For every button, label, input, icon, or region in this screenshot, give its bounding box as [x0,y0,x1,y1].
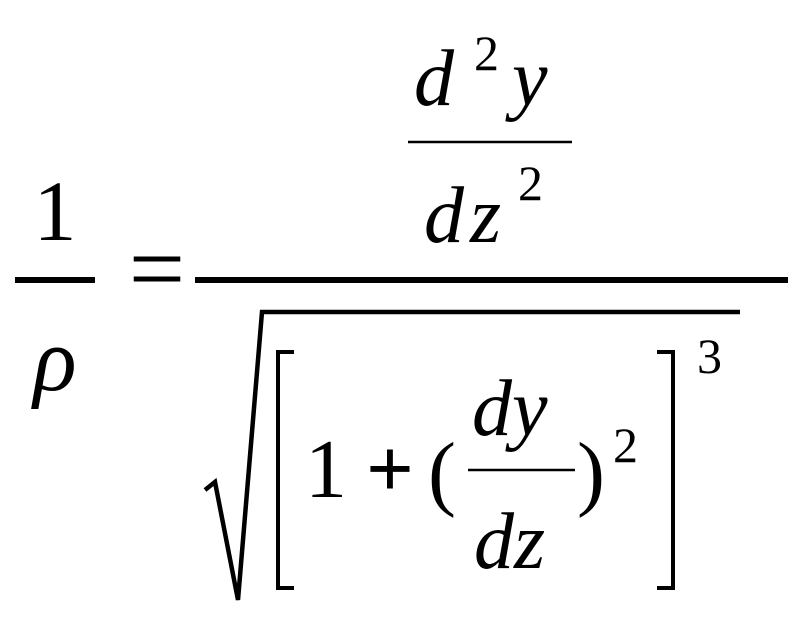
sqrt-radical [203,309,740,601]
denom-plus: + [366,423,414,516]
denom-inner-exp: 2 [613,417,638,473]
denom-paren-close: ) [577,426,605,519]
num-top-exp: 2 [474,25,499,81]
lhs-denominator-rho: ρ [30,311,76,410]
equals-sign: = [129,213,185,324]
num-bottom-d: d [424,172,465,260]
num-top-y: y [505,35,548,123]
denom-inner-dy: dy [472,365,548,453]
denom-inner-dz: dz [474,498,545,586]
denom-one: 1 [305,423,347,516]
left-square-bracket [276,350,294,590]
lhs-numerator: 1 [34,163,77,259]
denom-paren-open: ( [428,426,456,519]
num-bottom-z: z [469,172,501,260]
num-bottom-exp: 2 [518,155,543,211]
num-top-d: d [414,35,455,123]
bracket-exp: 3 [697,328,722,384]
right-square-bracket [657,350,675,590]
